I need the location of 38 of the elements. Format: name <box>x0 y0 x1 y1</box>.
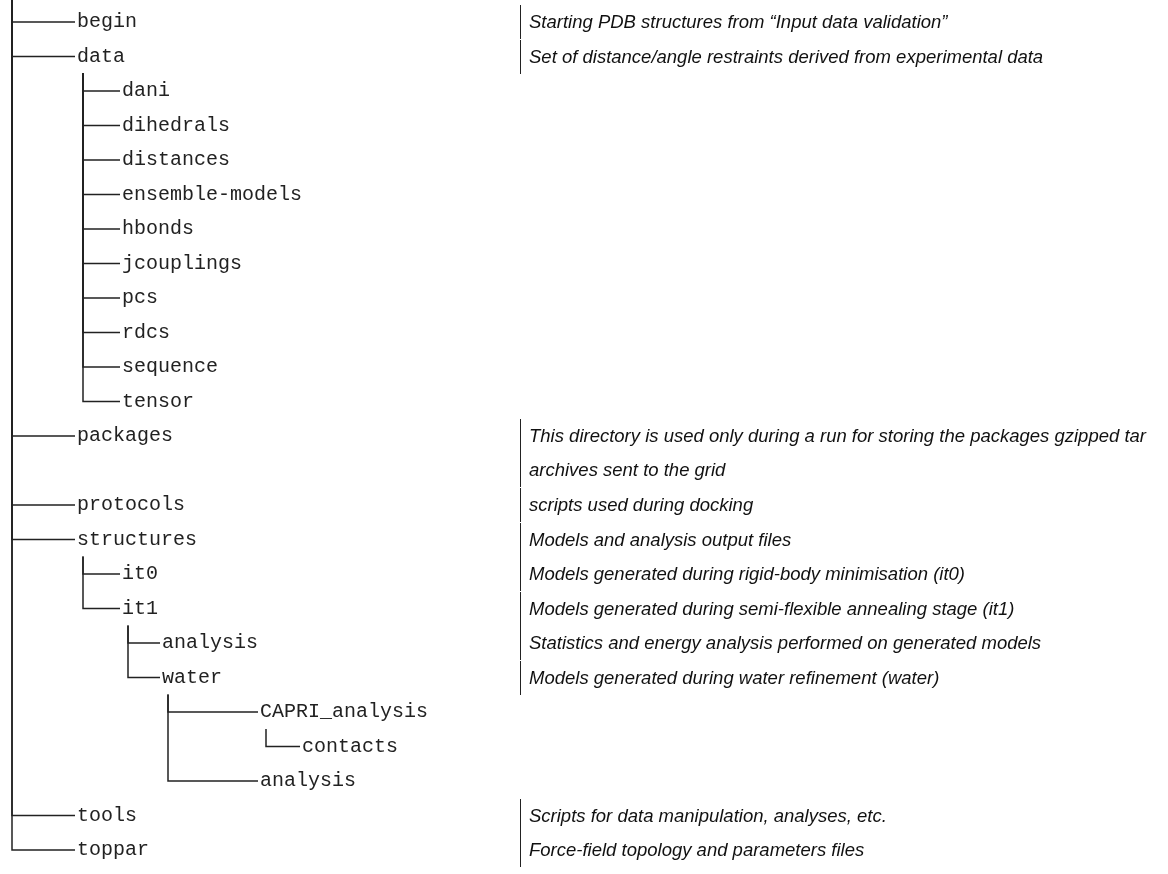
tree-connector <box>127 624 161 679</box>
folder-name: distances <box>121 147 232 173</box>
folder-name: tools <box>76 802 138 829</box>
description-text: Force-field topology and parameters files <box>520 833 1149 867</box>
folder-name: rdcs <box>121 319 171 346</box>
folder-name: hbonds <box>121 216 195 242</box>
folder-name: analysis <box>259 768 357 794</box>
description-text: Models generated during water refinement (water) <box>520 660 1149 695</box>
description-text: Models and analysis output files <box>520 522 1149 557</box>
description-text: Starting PDB structures from “Input data validation” <box>520 5 1149 39</box>
description-text: scripts used during docking <box>520 488 1149 522</box>
folder-name: tensor <box>121 388 195 415</box>
folder-name: dani <box>121 78 171 104</box>
folder-name: CAPRI_analysis <box>259 699 430 725</box>
description-text: Scripts for data manipulation, analyses, etc. <box>520 798 1149 833</box>
folder-name: sequence <box>121 354 219 380</box>
tree-connector <box>82 555 121 610</box>
folder-name: analysis <box>161 630 259 656</box>
folder-name: toppar <box>76 837 150 863</box>
folder-name: dihedrals <box>121 112 232 139</box>
folder-name: data <box>76 43 126 70</box>
folder-name: structures <box>76 526 199 553</box>
description-text: Models generated during rigid-body minimisation (it0) <box>520 557 1149 591</box>
folder-name: ensemble-models <box>121 181 304 208</box>
description-text: Models generated during semi-flexible annealing stage (it1) <box>520 591 1149 626</box>
folder-name: water <box>161 664 223 691</box>
folder-name: packages <box>76 423 174 449</box>
folder-name: contacts <box>301 733 399 760</box>
folder-name: protocols <box>76 492 187 518</box>
folder-name: begin <box>76 9 138 35</box>
description-text: Set of distance/angle restraints derived from experimental data <box>520 39 1149 74</box>
tree-connector <box>167 693 259 782</box>
folder-name: it1 <box>121 595 159 622</box>
folder-name: it0 <box>121 561 159 587</box>
tree-connector <box>265 728 301 748</box>
folder-name: pcs <box>121 285 159 311</box>
description-text: Statistics and energy analysis performed on generated models <box>520 626 1149 660</box>
folder-name: jcouplings <box>121 250 244 277</box>
